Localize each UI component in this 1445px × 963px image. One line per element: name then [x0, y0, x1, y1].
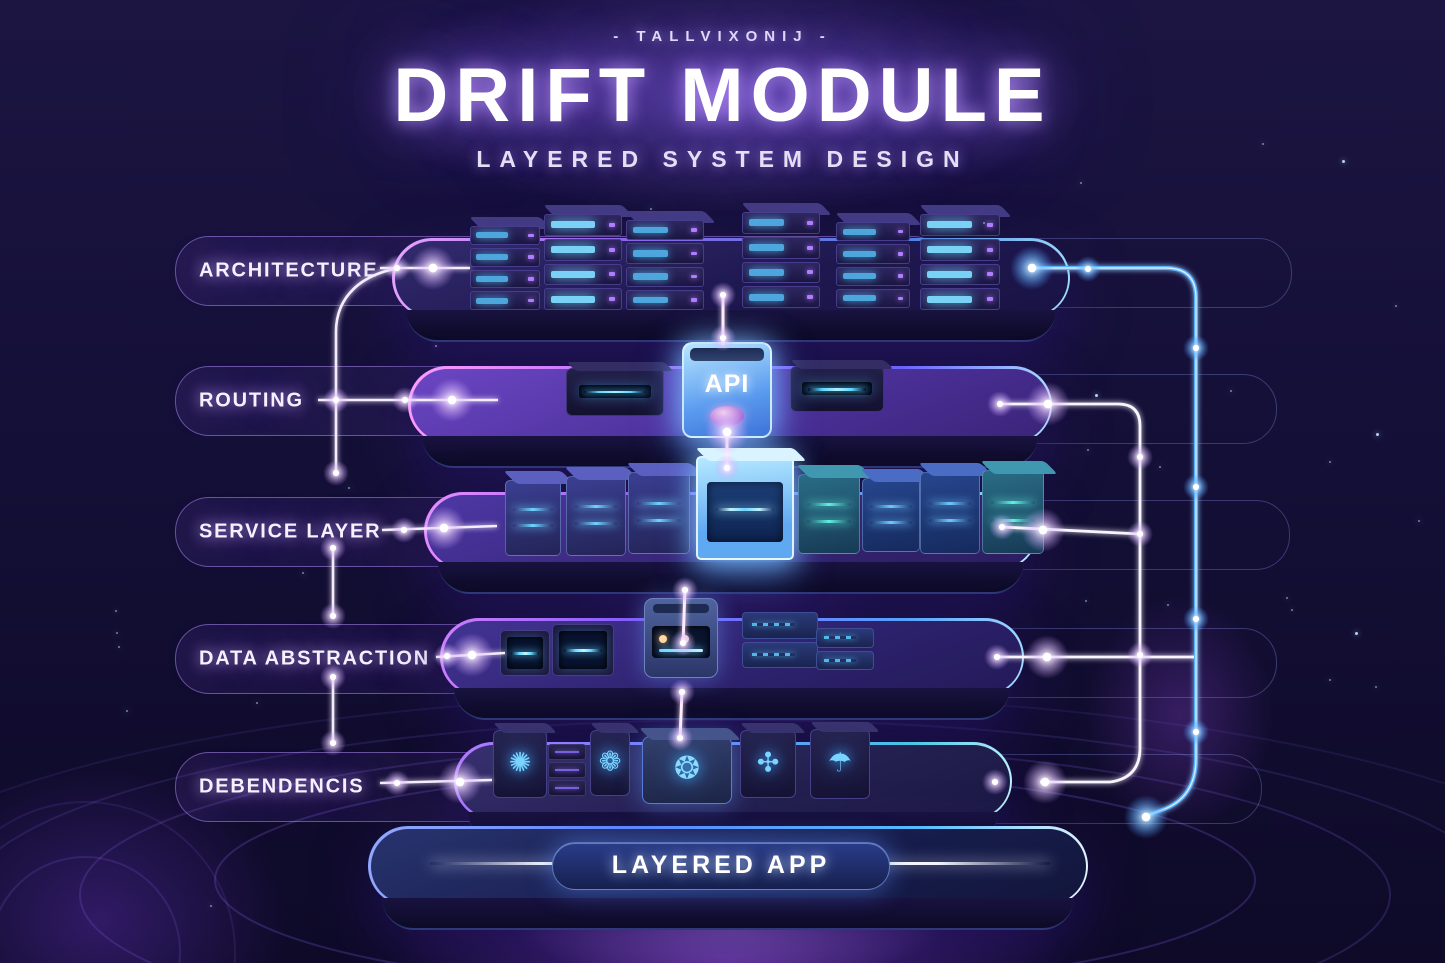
platform-architecture — [392, 238, 1070, 342]
platform-dependencies — [454, 742, 1012, 844]
page-title: DRIFT MODULE — [393, 53, 1052, 138]
layered-app-label: LAYERED APP — [611, 850, 831, 879]
layer-label-data-abstraction: DATA ABSTRACTION — [199, 647, 430, 670]
right-mid-glow — [1050, 550, 1310, 880]
platform-service-layer — [424, 492, 1038, 594]
layer-label-service-layer: SERVICE LAYER — [199, 520, 382, 543]
platform-routing — [408, 366, 1052, 468]
layer-label-routing: ROUTING — [199, 389, 304, 412]
page-subtitle: LAYERED SYSTEM DESIGN — [476, 146, 969, 172]
layer-label-architecture: ARCHITECTURE — [199, 259, 379, 282]
left-low-glow — [0, 700, 370, 963]
layer-label-dependencies: DEBENDENCIS — [199, 775, 365, 798]
brand-text: - TALLVIXONIJ - — [613, 28, 832, 45]
layered-app-badge: LAYERED APP — [552, 842, 890, 890]
platform-data-abstraction — [440, 618, 1024, 720]
